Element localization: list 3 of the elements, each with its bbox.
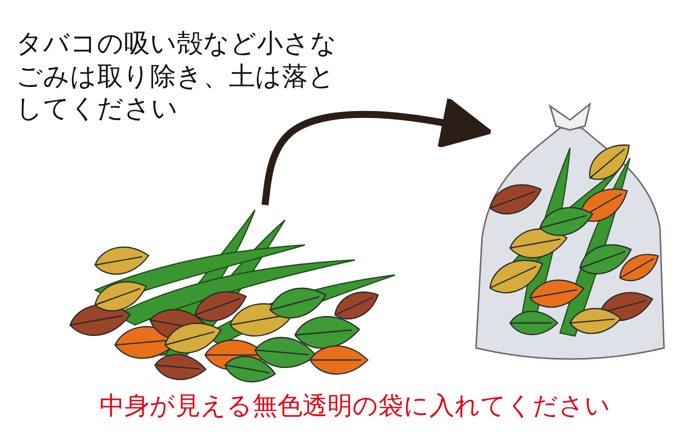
- arrow: [262, 96, 492, 206]
- instruction-text: 中身が見える無色透明の袋に入れてください: [98, 390, 612, 422]
- instruction-text: タバコの吸い殻など小さなごみは取り除き、土は落としてください: [16, 28, 338, 126]
